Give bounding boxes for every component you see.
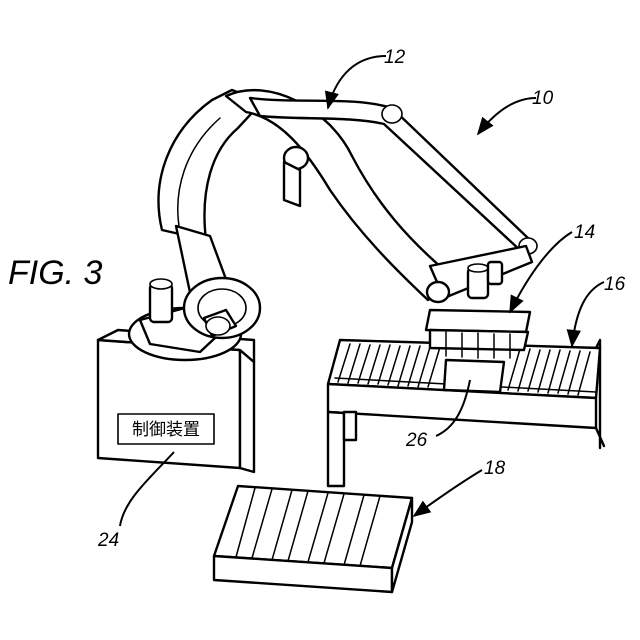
ref-14: 14 [574, 222, 595, 243]
ref-10: 10 [532, 88, 554, 109]
figure-label: FIG. 3 [8, 254, 103, 292]
ref-18: 18 [484, 458, 506, 479]
ref-26: 26 [405, 430, 428, 451]
pallet [214, 486, 412, 592]
ref-24: 24 [97, 530, 119, 551]
workpiece [444, 360, 504, 392]
robot-arm [159, 90, 537, 338]
ref-16: 16 [604, 274, 626, 295]
ref-12: 12 [384, 47, 406, 68]
controller-label: 制御装置 [132, 420, 200, 440]
